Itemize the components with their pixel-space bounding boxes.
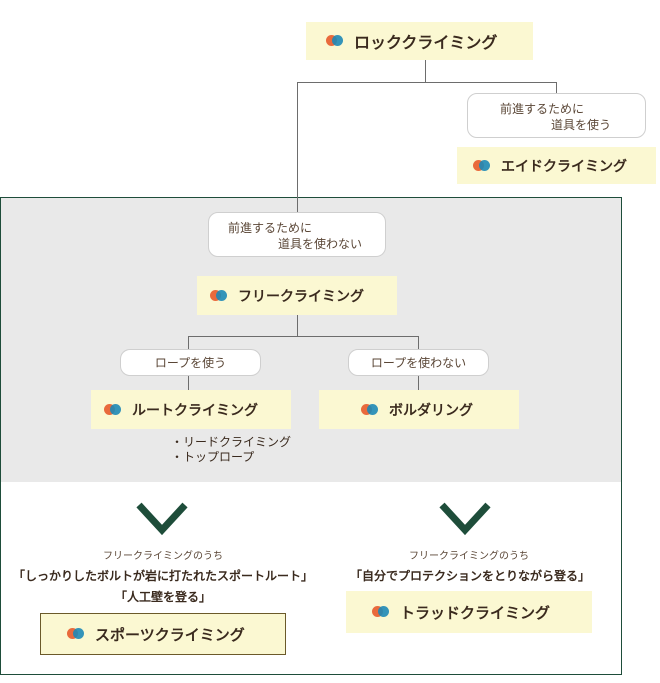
aid-climbing-node: エイドクライミング bbox=[457, 147, 656, 184]
sport-caption: フリークライミングのうち bbox=[103, 551, 223, 562]
norope-condition-label: ロープを使わない bbox=[370, 355, 467, 370]
dots-icon bbox=[326, 35, 346, 47]
free-climbing-node: フリークライミング bbox=[197, 276, 397, 315]
connector bbox=[556, 82, 557, 94]
dots-icon bbox=[473, 159, 493, 172]
dots-icon bbox=[210, 289, 230, 302]
route-climbing-node: ルートクライミング bbox=[91, 390, 291, 429]
sport-climbing-label: スポーツクライミング bbox=[95, 625, 245, 644]
chevron-down-icon bbox=[136, 502, 188, 536]
trad-climbing-node: トラッドクライミング bbox=[346, 591, 592, 633]
route-climbing-label: ルートクライミング bbox=[132, 402, 258, 419]
dots-icon bbox=[67, 628, 87, 640]
connector bbox=[425, 60, 426, 82]
norope-condition: ロープを使わない bbox=[348, 349, 489, 376]
free-condition: 前進するために 道具を使わない bbox=[208, 212, 386, 257]
chevron-down-icon bbox=[439, 502, 491, 536]
free-condition-line2: 道具を使わない bbox=[278, 237, 363, 251]
free-climbing-label: フリークライミング bbox=[238, 288, 364, 305]
rope-condition: ロープを使う bbox=[120, 349, 261, 376]
sport-quote-2: 「人工壁を登る」 bbox=[114, 590, 211, 604]
dots-icon bbox=[104, 403, 124, 416]
free-condition-line1: 前進するために bbox=[228, 221, 313, 235]
sport-quote-1: 「しっかりしたボルトが岩に打たれたスポートルート」 bbox=[12, 569, 313, 583]
trad-quote-1: 「自分でプロテクションをとりながら登る」 bbox=[349, 569, 590, 583]
dots-icon bbox=[372, 606, 392, 618]
trad-climbing-label: トラッドクライミング bbox=[400, 603, 551, 622]
bouldering-node: ボルダリング bbox=[319, 390, 519, 429]
dots-icon bbox=[361, 403, 381, 416]
rope-condition-label: ロープを使う bbox=[154, 355, 227, 370]
rock-climbing-node: ロッククライミング bbox=[306, 22, 533, 60]
rock-climbing-label: ロッククライミング bbox=[354, 33, 498, 52]
connector bbox=[297, 82, 298, 212]
sport-climbing-node: スポーツクライミング bbox=[40, 613, 286, 655]
connector bbox=[297, 315, 298, 336]
aid-condition: 前進するために 道具を使う bbox=[467, 93, 646, 138]
aid-condition-line1: 前進するために bbox=[500, 102, 585, 116]
bouldering-label: ボルダリング bbox=[389, 402, 473, 419]
list-item: ・リードクライミング bbox=[171, 435, 292, 449]
trad-caption: フリークライミングのうち bbox=[409, 551, 529, 562]
aid-condition-line2: 道具を使う bbox=[551, 118, 612, 132]
route-types-list: ・リードクライミング ・トップロープ bbox=[171, 435, 331, 465]
connector bbox=[297, 82, 557, 83]
aid-climbing-label: エイドクライミング bbox=[501, 158, 627, 175]
list-item: ・トップロープ bbox=[171, 450, 255, 464]
connector bbox=[188, 336, 419, 337]
